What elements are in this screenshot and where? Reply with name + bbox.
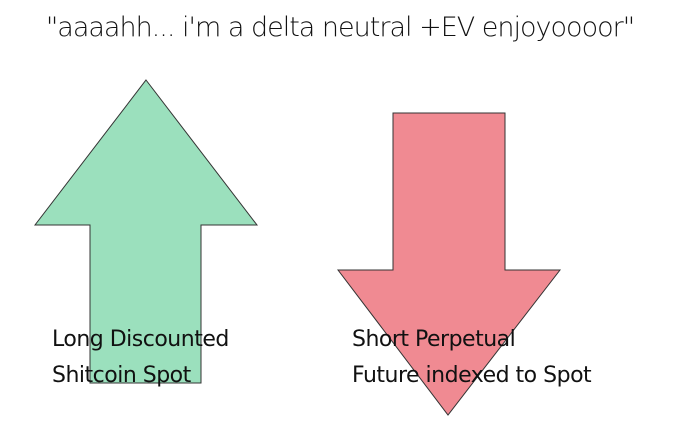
down-arrow-icon xyxy=(336,112,562,416)
short-perp-label: Short Perpetual Future indexed to Spot xyxy=(352,322,592,394)
long-label-line2: Shitcoin Spot xyxy=(52,363,191,388)
up-arrow-icon xyxy=(33,79,259,384)
long-spot-label: Long Discounted Shitcoin Spot xyxy=(52,322,229,394)
short-label-line2: Future indexed to Spot xyxy=(352,363,592,388)
long-label-line1: Long Discounted xyxy=(52,327,229,352)
caption-title: "aaaahh... i'm a delta neutral +EV enjoy… xyxy=(45,12,635,43)
short-label-line1: Short Perpetual xyxy=(352,327,516,352)
